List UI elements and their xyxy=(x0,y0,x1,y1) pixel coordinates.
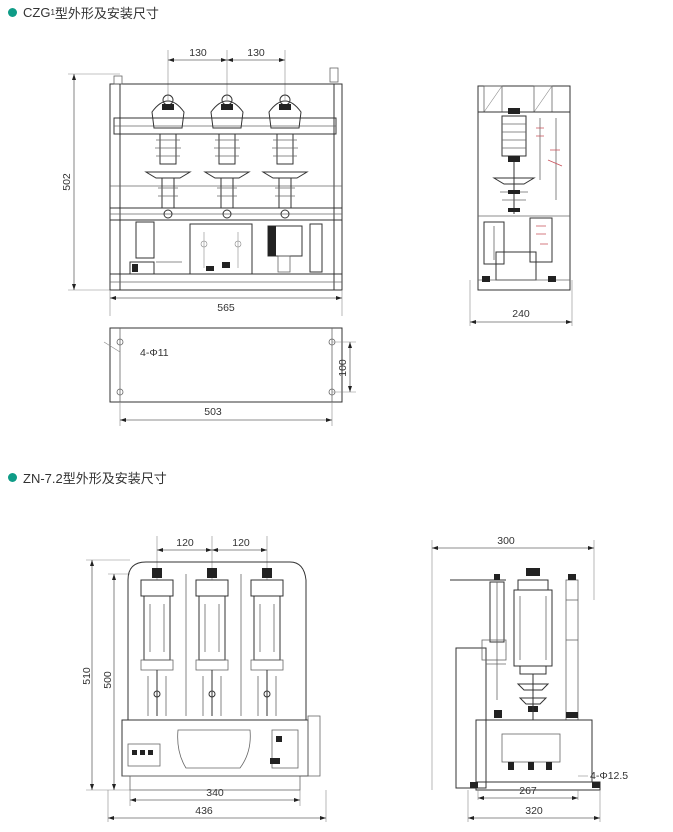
zn-pole-3 xyxy=(250,568,284,716)
zn-side-dim-width-inner: 267 xyxy=(519,785,537,797)
czg-base-dim-width: 503 xyxy=(204,406,222,418)
czg-base-dim-holes: 4-Φ11 xyxy=(140,347,169,359)
czg-side-view: 240 xyxy=(469,85,573,326)
czg-front-view: 130 130 502 xyxy=(61,47,343,316)
czg-dim-height: 502 xyxy=(61,173,73,191)
section2-title: ZN-7.2型外形及安装尺寸 xyxy=(23,470,167,486)
zn-dim-height-outer: 510 xyxy=(81,667,93,685)
section1-title-prefix: CZG xyxy=(23,4,51,20)
czg-base-dim-depth: 100 xyxy=(337,359,349,377)
czg-dim-pitch-1: 130 xyxy=(189,47,207,59)
bullet-dot-icon xyxy=(8,472,17,482)
czg-base-view: 4-Φ11 100 503 xyxy=(103,327,356,426)
czg-pole-1 xyxy=(144,94,192,219)
czg-dim-pitch-2: 130 xyxy=(247,47,265,59)
zn-side-view: 300 4- xyxy=(431,535,628,822)
section1-title-sub: 1 xyxy=(50,7,55,17)
czg-pole-2 xyxy=(203,94,251,219)
zn-dim-pitch-1: 120 xyxy=(176,537,194,549)
section1-title-suffix: 型外形及安装尺寸 xyxy=(54,5,159,21)
zn-dim-height-inner: 500 xyxy=(102,671,114,689)
zn-pole-1 xyxy=(140,568,174,716)
zn-dim-width-outer: 436 xyxy=(195,805,213,817)
czg-pole-3 xyxy=(261,94,309,219)
zn-dim-width-inner: 340 xyxy=(206,787,224,799)
zn-side-dim-width-outer: 320 xyxy=(525,805,543,817)
zn-pole-2 xyxy=(195,568,229,716)
section2-heading: ZN-7.2型外形及安装尺寸 xyxy=(8,468,167,486)
bullet-dot-icon xyxy=(8,7,17,17)
zn-front-view: 120 120 510 500 xyxy=(81,536,327,822)
zn-side-dim-holes: 4-Φ12.5 xyxy=(590,770,628,782)
zn-dim-pitch-2: 120 xyxy=(232,537,250,549)
czg-dim-width: 565 xyxy=(217,302,235,314)
czg-side-dim-width: 240 xyxy=(512,308,530,320)
zn-side-dim-top: 300 xyxy=(497,535,515,547)
